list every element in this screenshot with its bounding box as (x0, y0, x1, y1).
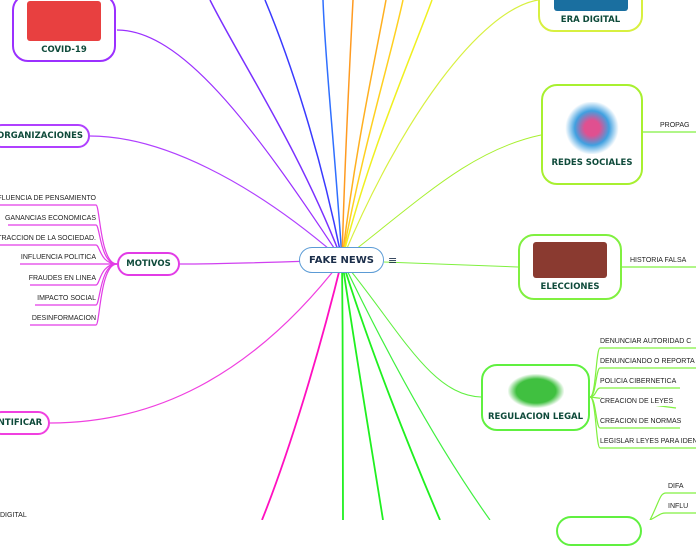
central-topic-label: FAKE NEWS (309, 254, 374, 266)
node-redes-sociales[interactable]: REDES SOCIALES (541, 84, 643, 185)
leaf-bottom-left[interactable]: DIGITAL (0, 512, 27, 520)
connector-lines (0, 0, 696, 520)
leaf-regulacion[interactable]: CREACION DE NORMAS (600, 418, 682, 426)
social-tree-image (564, 101, 620, 154)
node-label: REDES SOCIALES (551, 157, 633, 168)
leaf-motivos[interactable]: FRAUDES EN LINEA (28, 275, 96, 283)
node-covid-19[interactable]: COVID-19 (12, 0, 116, 62)
central-topic[interactable]: FAKE NEWS (299, 247, 384, 273)
leaf-redes[interactable]: PROPAG (660, 122, 690, 130)
node-label: MOTIVOS (126, 259, 171, 269)
node-bottom-right[interactable] (556, 516, 642, 546)
leaf-elecciones[interactable]: HISTORIA FALSA (630, 257, 687, 265)
node-identificar[interactable]: NTIFICAR (0, 411, 50, 435)
node-era-digital[interactable]: ERA DIGITAL (538, 0, 643, 32)
hamburger-icon[interactable]: ≡ (388, 254, 398, 267)
leaf-motivos[interactable]: ISTRACCION DE LA SOCIEDAD. (0, 235, 96, 243)
node-label: REGULACION LEGAL (487, 411, 584, 422)
leaf-motivos[interactable]: DESINFORMACION (31, 315, 96, 323)
node-motivos[interactable]: MOTIVOS (117, 252, 180, 276)
elecciones-image (533, 242, 607, 278)
era-digital-image (553, 0, 628, 11)
node-label: NTIFICAR (0, 418, 43, 428)
leaf-regulacion[interactable]: POLICIA CIBERNETICA (600, 378, 677, 386)
node-regulacion-legal[interactable]: REGULACION LEGAL (481, 364, 590, 431)
node-label: ELECCIONES (540, 282, 600, 292)
leaf-regulacion[interactable]: CREACION DE LEYES (600, 398, 674, 406)
leaf-bottom-right[interactable]: DIFA (668, 483, 684, 491)
node-elecciones[interactable]: ELECCIONES (518, 234, 622, 300)
node-label: ERA DIGITAL (560, 15, 621, 25)
node-organizaciones[interactable]: ORGANIZACIONES (0, 124, 90, 148)
node-label: ORGANIZACIONES (0, 131, 83, 141)
leaf-motivos[interactable]: GANANCIAS ECONOMICAS (4, 215, 96, 223)
node-label: COVID-19 (41, 45, 87, 55)
leaf-regulacion[interactable]: LEGISLAR LEYES PARA IDEN (600, 438, 696, 446)
leaf-bottom-right[interactable]: INFLU (668, 503, 689, 511)
leaf-regulacion[interactable]: DENUNCIANDO O REPORTA (600, 358, 695, 366)
leaf-motivos[interactable]: IMPACTO SOCIAL (37, 295, 96, 303)
covid-image (27, 1, 101, 41)
leaf-regulacion[interactable]: DENUNCIAR AUTORIDAD C (600, 338, 692, 346)
leaf-motivos[interactable]: INFLUENCIA DE PENSAMIENTO (0, 195, 96, 203)
regulacion-image (507, 373, 564, 408)
leaf-motivos[interactable]: INFLUENCIA POLITICA (20, 254, 96, 262)
